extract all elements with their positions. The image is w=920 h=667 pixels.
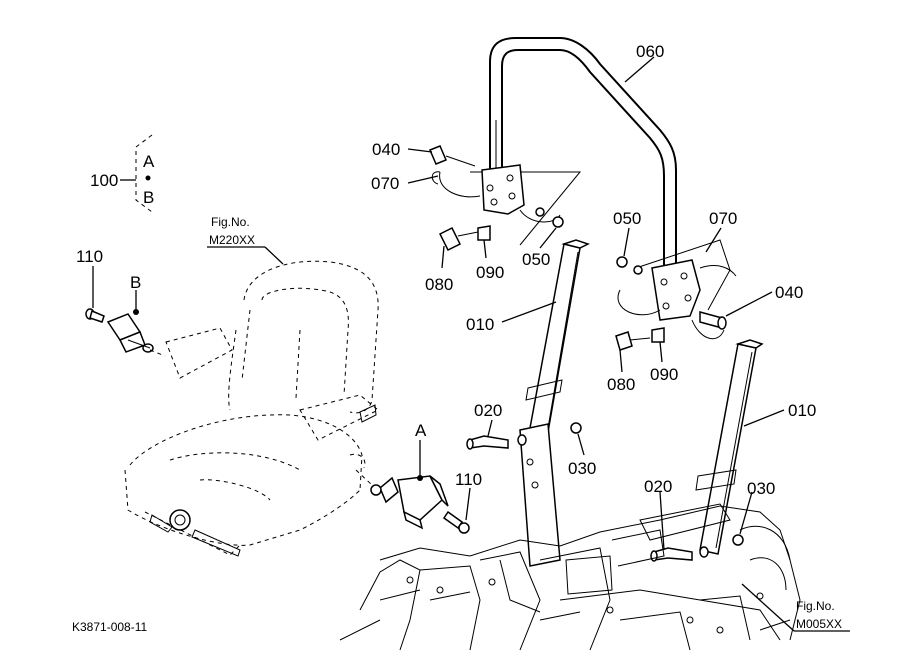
callout-050-right: 050 [613, 209, 641, 228]
right-washer-030 [732, 534, 744, 546]
callout-040-right: 040 [775, 283, 803, 302]
bolt-110-left [85, 308, 105, 323]
fig-ref-frame-number: M005XX [796, 617, 842, 631]
callout-110-left: 110 [76, 247, 103, 266]
fig-ref-seat-label: Fig.No. [211, 215, 250, 229]
roll-bar-060 [489, 37, 677, 268]
left-hinge-plate [429, 145, 582, 252]
leader-lines [92, 56, 785, 551]
right-hinge-plate [615, 239, 737, 351]
seat-drawing [124, 260, 379, 557]
group-100-bracket [120, 134, 153, 213]
bolt-110-right [442, 510, 470, 534]
part-b-bracket [106, 313, 166, 357]
fig-ref-seat-number: M220XX [209, 233, 255, 247]
callout-020-left: 020 [474, 401, 502, 420]
callout-040-left: 040 [372, 140, 400, 159]
callout-110-right: 110 [455, 470, 482, 489]
left-washer-030 [570, 422, 582, 434]
left-post-010 [519, 239, 590, 567]
fig-ref-frame-label: Fig.No. [796, 599, 835, 613]
callout-070-left: 070 [371, 174, 399, 193]
callout-050-left: 050 [522, 250, 550, 269]
group-number: 100 [90, 171, 118, 190]
callout-010-left: 010 [466, 315, 494, 334]
callout-030-left: 030 [568, 459, 596, 478]
left-pin-020 [466, 434, 527, 450]
group-item-a: A [143, 152, 155, 171]
chassis-frame [339, 503, 801, 651]
right-post-010 [695, 339, 764, 555]
callout-070-right: 070 [709, 209, 737, 228]
group-item-b: B [143, 188, 154, 207]
callout-090-right: 090 [650, 365, 678, 384]
callout-090-left: 090 [476, 263, 504, 282]
callout-080-right: 080 [607, 375, 635, 394]
diagram-code: K3871-008-11 [72, 620, 147, 634]
callout-030-right: 030 [747, 479, 775, 498]
callout-part-a: A [415, 421, 427, 440]
callout-020-right: 020 [644, 477, 672, 496]
callout-part-b: B [130, 273, 141, 292]
part-a-switch [355, 469, 449, 530]
callout-080-left: 080 [425, 275, 453, 294]
callout-060: 060 [636, 42, 664, 61]
callout-010-right: 010 [788, 401, 816, 420]
